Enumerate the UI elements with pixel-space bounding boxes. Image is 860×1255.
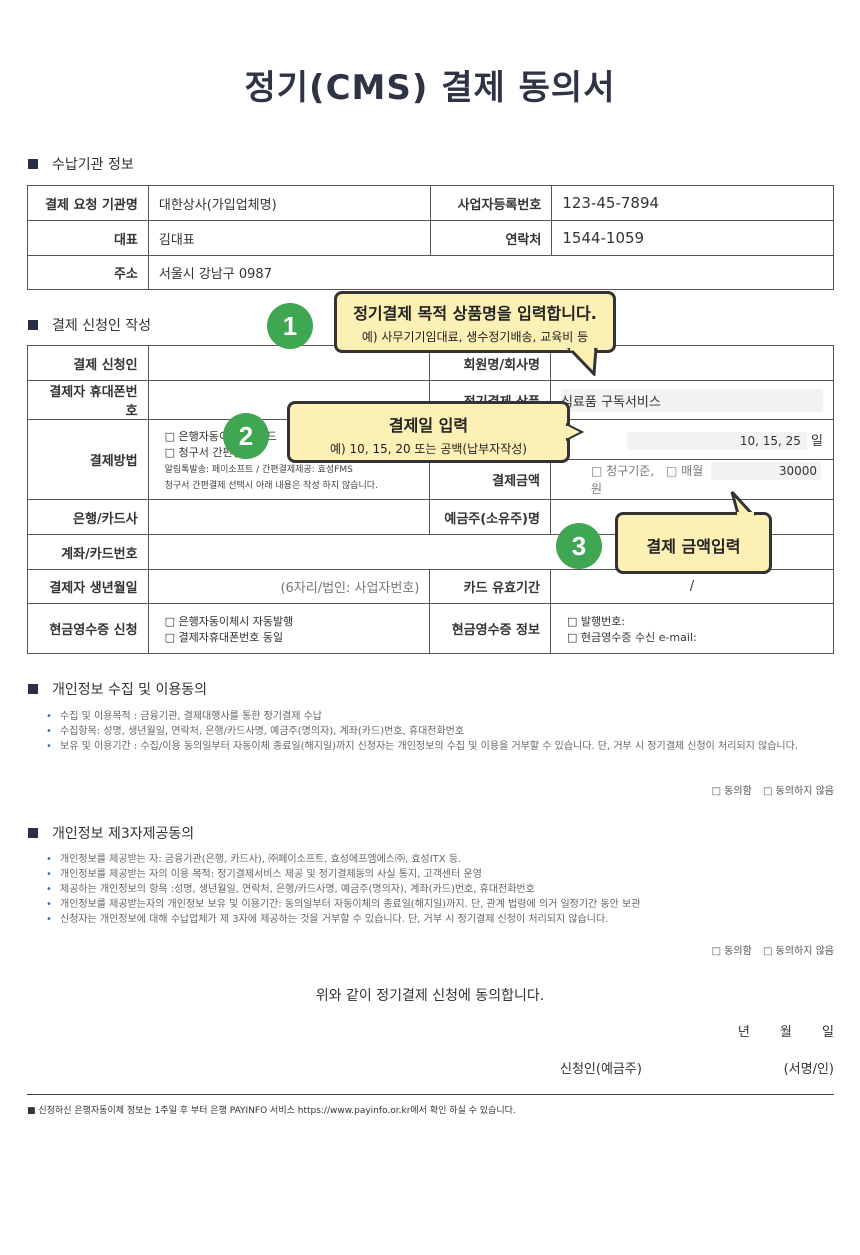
- list-item: 신청자는 개인정보에 대해 수납업체가 제 3자에 제공하는 것을 거부할 수 …: [46, 912, 836, 927]
- callout-payday-title: 결제일 입력: [388, 416, 469, 435]
- third-party-list: 개인정보를 제공받는 자: 금융기관(은행, 카드사), ㈜페이소프트, 효성에…: [46, 852, 836, 927]
- callout-amount: 결제 금액입력: [615, 512, 772, 574]
- amount-unit: 원: [590, 482, 603, 496]
- callout-amount-pointer-icon: [730, 490, 756, 516]
- list-item: 개인정보를 제공받는 자의 이용 목적: 정기결제서비스 제공 및 정기결제동의…: [46, 867, 836, 882]
- callout-product: 정기결제 목적 상품명을 입력합니다. 예) 사무기기임대료, 생수정기배송, …: [334, 291, 616, 353]
- receipt-option-auto[interactable]: □ 은행자동이체시 자동발행: [164, 614, 294, 628]
- section-heading-applicant: 결제 신청인 작성: [28, 315, 151, 335]
- date-line[interactable]: 년 월 일: [737, 1025, 834, 1040]
- birth-label: 결제자 생년월일: [27, 569, 149, 604]
- footer-divider: [27, 1094, 834, 1095]
- callout-payday-pointer-icon: [566, 422, 585, 442]
- callout-number-1: 1: [267, 303, 313, 349]
- callout-number-3: 3: [556, 523, 602, 569]
- amount-option-monthly[interactable]: □ 매월: [665, 464, 704, 478]
- section-heading-third-party: 개인정보 제3자제공동의: [28, 823, 194, 843]
- privacy-list: 수집 및 이용목적 : 금융기관, 결제대행사를 통한 정기결제 수납 수집항목…: [46, 709, 836, 754]
- ceo-label: 대표: [27, 220, 149, 256]
- address-label: 주소: [27, 255, 149, 290]
- payday-value: 10, 15, 25: [626, 431, 807, 450]
- account-label: 계좌/카드번호: [27, 534, 149, 570]
- receipt-option-same-phone[interactable]: □ 결제자휴대폰번호 동일: [164, 630, 284, 644]
- amount-option-billing[interactable]: □ 청구기준,: [590, 464, 655, 478]
- privacy-agree-checkbox[interactable]: □ 동의함: [711, 786, 752, 797]
- section-bullet-icon: [28, 320, 38, 330]
- list-item: 개인정보를 제공받는 자: 금융기관(은행, 카드사), ㈜페이소프트, 효성에…: [46, 852, 836, 867]
- page-title: 정기(CMS) 결제 동의서: [244, 68, 616, 108]
- signature-field[interactable]: (서명/인): [783, 1062, 834, 1077]
- callout-product-pointer-icon: [566, 348, 598, 376]
- receipt-info: □ 발행번호: □ 현금영수증 수신 e-mail:: [549, 603, 835, 654]
- callout-product-title: 정기결제 목적 상품명을 입력합니다.: [353, 304, 597, 323]
- phone-label: 결제자 휴대폰번호: [27, 380, 149, 420]
- third-party-disagree-checkbox[interactable]: □ 동의하지 않음: [762, 946, 834, 957]
- amount-cell[interactable]: □ 청구기준, □ 매월 30000 원: [549, 459, 835, 500]
- section-bullet-icon: [28, 684, 38, 694]
- privacy-consent: □ 동의함 □ 동의하지 않음: [712, 782, 834, 797]
- receipt-label: 현금영수증 신청: [27, 603, 149, 654]
- expiry-input[interactable]: /: [549, 569, 835, 604]
- product-input[interactable]: 식료품 구독서비스: [549, 380, 835, 420]
- expiry-label: 카드 유효기간: [429, 569, 551, 604]
- section-heading-privacy: 개인정보 수집 및 이용동의: [28, 679, 207, 699]
- footer-note: ■ 신청하신 은행자동이체 정보는 1주일 후 부터 은행 PAYINFO 서비…: [27, 1106, 516, 1116]
- holder-label: 예금주(소유주)명: [429, 499, 551, 535]
- bank-label: 은행/카드사: [27, 499, 149, 535]
- third-party-consent: □ 동의함 □ 동의하지 않음: [712, 942, 834, 957]
- third-party-agree-checkbox[interactable]: □ 동의함: [711, 946, 752, 957]
- callout-number-2: 2: [223, 413, 269, 459]
- section-heading-institution: 수납기관 정보: [28, 154, 134, 174]
- list-item: 수집항목: 성명, 생년월일, 연락처, 은행/카드사명, 예금주(명의자), …: [46, 724, 836, 739]
- callout-payday: 결제일 입력 예) 10, 15, 20 또는 공백(납부자작성): [287, 401, 570, 463]
- amount-label: 결제금액: [429, 459, 551, 500]
- list-item: 수집 및 이용목적 : 금융기관, 결제대행사를 통한 정기결제 수납: [46, 709, 836, 724]
- list-item: 제공하는 개인정보의 항목 :성명, 생년월일, 연락처, 은행/카드사명, 예…: [46, 882, 836, 897]
- org-name-value: 대한상사(가입업체명): [147, 185, 432, 221]
- privacy-disagree-checkbox[interactable]: □ 동의하지 않음: [762, 786, 834, 797]
- method-label: 결제방법: [27, 419, 149, 500]
- contact-label: 연락처: [430, 220, 553, 256]
- contact-value: 1544-1059: [551, 220, 834, 256]
- biz-number-value: 123-45-7894: [551, 185, 834, 221]
- institution-table: 결제 요청 기관명 대한상사(가입업체명) 사업자등록번호 123-45-789…: [27, 185, 835, 290]
- payday-unit: 일: [811, 433, 823, 449]
- list-item: 보유 및 이용기간 : 수집/이용 동의일부터 자동이체 종료일(해지일)까지 …: [46, 739, 836, 754]
- callout-product-example: 예) 사무기기임대료, 생수정기배송, 교육비 등: [361, 330, 589, 344]
- ceo-value: 김대표: [147, 220, 432, 256]
- callout-amount-title: 결제 금액입력: [646, 537, 741, 556]
- method-note-2: 청구서 간편결제 선택시 아래 내용은 작성 하지 않습니다.: [164, 481, 378, 491]
- receipt-email[interactable]: □ 현금영수증 수신 e-mail:: [566, 630, 697, 644]
- applicant-label: 결제 신청인: [27, 345, 149, 381]
- biz-number-label: 사업자등록번호: [430, 185, 553, 221]
- receipt-info-label: 현금영수증 정보: [429, 603, 551, 654]
- list-item: 개인정보를 제공받는자의 개인정보 보유 및 이용기간: 동의일부터 자동이체의…: [46, 897, 836, 912]
- section-bullet-icon: [28, 159, 38, 169]
- callout-payday-example: 예) 10, 15, 20 또는 공백(납부자작성): [330, 442, 527, 456]
- receipt-issue-number[interactable]: □ 발행번호:: [566, 614, 626, 628]
- applicant-table: 결제 신청인 회원명/회사명 결제자 휴대폰번호 정기결제 상품 식료품 구독서…: [27, 345, 835, 654]
- receipt-options: □ 은행자동이체시 자동발행 □ 결제자휴대폰번호 동일: [147, 603, 431, 654]
- amount-value: 30000: [711, 462, 821, 480]
- consent-statement: 위와 같이 정기결제 신청에 동의합니다.: [315, 988, 545, 1004]
- org-name-label: 결제 요청 기관명: [27, 185, 149, 221]
- bank-input[interactable]: [147, 499, 431, 535]
- section-bullet-icon: [28, 828, 38, 838]
- birth-input[interactable]: (6자리/법인: 사업자번호): [147, 569, 431, 604]
- product-value: 식료품 구독서비스: [560, 388, 823, 412]
- signer-label: 신청인(예금주): [560, 1062, 642, 1077]
- address-value: 서울시 강남구 0987: [147, 255, 835, 290]
- method-note-1: 알림톡발송: 페이소프트 / 간편결제제공: 효성FMS: [164, 465, 353, 475]
